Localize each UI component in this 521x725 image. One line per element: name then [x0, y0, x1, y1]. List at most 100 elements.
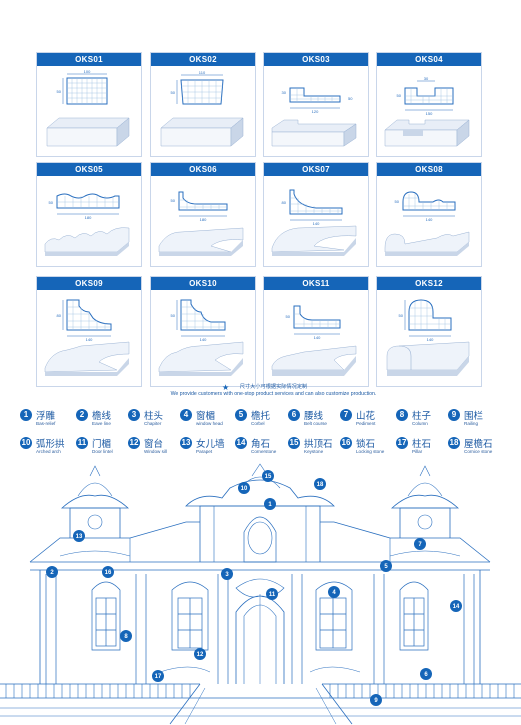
svg-text:14: 14 [453, 604, 460, 610]
dimension-label: 100 [84, 69, 91, 74]
dimension-label: 50 [57, 89, 62, 94]
legend-number: 4 [180, 409, 192, 421]
callout-13: 13 [73, 530, 85, 542]
dimension-label: 50 [171, 198, 176, 203]
legend-number: 2 [76, 409, 88, 421]
dimension-label: 50 [399, 313, 404, 318]
product-code: OKS07 [264, 163, 368, 176]
star-icon: ★ [222, 383, 230, 392]
product-code: OKS09 [37, 277, 141, 290]
product-code: OKS08 [377, 163, 481, 176]
legend-en: Keystone [304, 449, 324, 454]
product-drawing: 80 140 [271, 189, 357, 256]
callout-16: 16 [102, 566, 114, 578]
product-card-oks09[interactable]: OKS09 80 140 [36, 276, 142, 387]
legend-number: 18 [448, 437, 460, 449]
legend-en: window head [196, 421, 223, 426]
legend-en: Arched arch [36, 449, 61, 454]
legend-cn: 女儿墙 [196, 439, 225, 450]
legend-cn: 屋檐石 [464, 439, 493, 450]
product-card-oks11[interactable]: OKS11 50 140 [263, 276, 369, 387]
legend-en: Pediment [356, 421, 376, 426]
product-card-oks12[interactable]: OKS12 50 140 [376, 276, 482, 387]
legend-cn: 门楣 [92, 439, 112, 450]
customization-note: ★ 尺寸大小可根据实际情况定制 We provide customers wit… [0, 384, 521, 398]
dimension-label: 50 [171, 313, 176, 318]
legend-en: Window sill [144, 449, 167, 454]
product-card-oks05[interactable]: OKS05 50 180 [36, 162, 142, 267]
legend-cn: 柱石 [412, 439, 432, 450]
callout-1: 1 [264, 498, 276, 510]
svg-text:13: 13 [76, 534, 83, 540]
product-code: OKS10 [151, 277, 255, 290]
legend-number: 12 [128, 437, 140, 449]
callout-2: 2 [46, 566, 58, 578]
dimension-label: 50 [348, 96, 353, 101]
legend-en: Column [412, 421, 428, 426]
svg-text:9: 9 [374, 698, 378, 704]
callout-6: 6 [420, 668, 432, 680]
legend-cn: 浮雕 [36, 411, 56, 422]
svg-text:1: 1 [268, 502, 272, 508]
dimension-label: 140 [313, 221, 320, 226]
legend-number: 3 [128, 409, 140, 421]
callout-11: 11 [266, 588, 278, 600]
product-card-oks03[interactable]: OKS03 30 120 50 [263, 52, 369, 157]
svg-text:7: 7 [418, 542, 422, 548]
callout-12: 12 [194, 648, 206, 660]
legend-cn: 檐托 [251, 411, 271, 422]
product-code: OKS03 [264, 53, 368, 66]
dimension-label: 50 [171, 90, 176, 95]
legend-cn: 柱子 [412, 411, 432, 422]
callout-17: 17 [152, 670, 164, 682]
product-code: OKS02 [151, 53, 255, 66]
legend-cn: 柱头 [144, 411, 164, 422]
svg-text:5: 5 [384, 564, 388, 570]
product-code: OKS06 [151, 163, 255, 176]
legend-cn: 锁石 [356, 439, 376, 450]
callout-7: 7 [414, 538, 426, 550]
dimension-label: 140 [314, 335, 321, 340]
dimension-label: 180 [200, 217, 207, 222]
legend-number: 5 [235, 409, 247, 421]
building-illustration: 1 2 3 4 5 6 7 8 9 10 11 12 13 14 15 16 1… [0, 463, 521, 725]
product-card-oks06[interactable]: OKS06 50 180 [150, 162, 256, 267]
dimension-label: 150 [426, 111, 433, 116]
product-card-oks08[interactable]: OKS08 50 140 [376, 162, 482, 267]
note-en: We provide customers with one-stop produ… [170, 391, 377, 397]
product-card-oks02[interactable]: OKS02 110 50 [150, 52, 256, 157]
dimension-label: 50 [49, 200, 54, 205]
callout-8: 8 [120, 630, 132, 642]
legend-number: 13 [180, 437, 192, 449]
dimension-label: 30 [424, 76, 429, 81]
note-cn: 尺寸大小可根据实际情况定制 [239, 384, 308, 390]
callout-10: 10 [238, 482, 250, 494]
svg-text:3: 3 [225, 572, 229, 578]
legend-en: Railing [464, 421, 479, 426]
callout-15: 15 [262, 470, 274, 482]
svg-text:12: 12 [197, 652, 204, 658]
legend-cn: 檐线 [92, 411, 112, 422]
callout-14: 14 [450, 600, 462, 612]
legend-en: Belt course [304, 421, 327, 426]
dimension-label: 50 [397, 93, 402, 98]
legend-number: 16 [340, 437, 352, 449]
product-card-oks04[interactable]: OKS04 30 50 150 [376, 52, 482, 157]
product-code: OKS05 [37, 163, 141, 176]
product-card-oks07[interactable]: OKS07 80 140 [263, 162, 369, 267]
product-drawing: 50 180 [158, 191, 244, 256]
dimension-label: 140 [426, 217, 433, 222]
callout-4: 4 [328, 586, 340, 598]
product-drawing: 110 50 [160, 70, 244, 147]
legend-number: 15 [288, 437, 300, 449]
legend-number: 14 [235, 437, 247, 449]
legend-cn: 山花 [356, 411, 376, 422]
callout-3: 3 [221, 568, 233, 580]
product-card-oks10[interactable]: OKS10 50 140 [150, 276, 256, 387]
dimension-label: 120 [312, 109, 319, 114]
dimension-label: 50 [286, 314, 291, 319]
product-code: OKS11 [264, 277, 368, 290]
product-card-oks01[interactable]: OKS01 100 50 [36, 52, 142, 157]
svg-text:6: 6 [424, 672, 428, 678]
svg-text:16: 16 [105, 570, 112, 576]
